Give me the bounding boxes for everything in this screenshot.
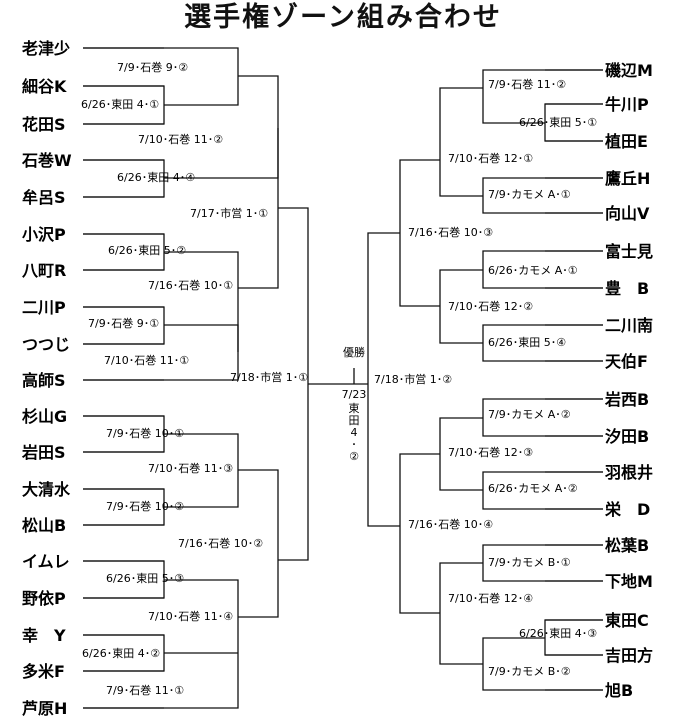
team-name-left: 芦原H bbox=[22, 699, 67, 718]
team-name-right: 岩西B bbox=[604, 390, 649, 409]
bracket-join-right bbox=[482, 177, 603, 214]
match-label-left: 7/16･石巻 10･② bbox=[178, 537, 263, 550]
team-name-right: 松葉B bbox=[605, 536, 649, 555]
match-label-left: 7/9･石巻 10･② bbox=[106, 500, 184, 513]
team-name-right: 東田C bbox=[605, 611, 649, 630]
team-name-left: イムレ bbox=[22, 552, 70, 571]
team-name-left: 幸 Y bbox=[22, 626, 66, 645]
bracket-join-right bbox=[367, 232, 400, 527]
match-label-left: 6/26･東田 4･① bbox=[81, 98, 159, 111]
bracket-join-left bbox=[238, 128, 279, 289]
match-label-right: 7/9･カモメ A･② bbox=[488, 408, 571, 421]
team-name-left: 花田S bbox=[22, 115, 66, 134]
team-name-right: 天伯F bbox=[605, 352, 648, 371]
match-label-right: 7/10･石巻 12･① bbox=[448, 152, 533, 165]
team-name-right: 二川南 bbox=[605, 316, 653, 335]
match-label-left: 7/9･石巻 9･① bbox=[88, 317, 159, 330]
team-name-right: 羽根井 bbox=[605, 463, 653, 482]
team-name-right: 鷹丘H bbox=[605, 169, 650, 188]
bracket-join-left bbox=[238, 469, 279, 618]
match-label-right: 6/26･東田 5･④ bbox=[488, 336, 566, 349]
match-label-left: 6/26･東田 5･② bbox=[108, 244, 186, 257]
bracket-join-left bbox=[83, 324, 239, 381]
match-label-left: 7/10･石巻 11･③ bbox=[148, 462, 233, 475]
match-label-right: 7/9･カモメ B･① bbox=[488, 556, 571, 569]
final-date: 7/23 bbox=[342, 388, 367, 401]
match-label-left: 7/16･石巻 10･① bbox=[148, 279, 233, 292]
match-label-left: 7/10･石巻 11･① bbox=[104, 354, 189, 367]
team-name-right: 吉田方 bbox=[605, 646, 653, 665]
team-name-right: 磯辺M bbox=[605, 61, 653, 80]
match-label-left: 7/18･市営 1･① bbox=[230, 370, 308, 384]
bracket-join-left bbox=[164, 75, 279, 179]
team-name-right: 旭B bbox=[604, 681, 633, 700]
team-name-left: 小沢P bbox=[22, 225, 66, 244]
final-venue-char: ② bbox=[349, 450, 359, 463]
page-title: 選手権ゾーン組み合わせ bbox=[184, 2, 502, 33]
champion-label: 優勝 bbox=[343, 345, 365, 359]
final-venue-char: ･ bbox=[351, 438, 357, 451]
team-name-left: 牟呂S bbox=[22, 188, 66, 207]
team-name-left: 野依P bbox=[22, 589, 66, 608]
match-label-right: 7/10･石巻 12･② bbox=[448, 300, 533, 313]
match-label-right: 6/26･カモメ A･② bbox=[488, 482, 578, 495]
match-label-left: 6/26･東田 5･③ bbox=[106, 572, 184, 585]
match-label-right: 6/26･東田 4･③ bbox=[519, 627, 597, 640]
team-name-right: 汐田B bbox=[605, 427, 649, 446]
final-venue-char: 東 bbox=[349, 402, 360, 415]
match-label-right: 7/10･石巻 12･④ bbox=[448, 592, 533, 605]
team-name-left: 細谷K bbox=[22, 77, 67, 96]
match-label-left: 7/10･石巻 11･④ bbox=[148, 610, 233, 623]
team-name-left: 老津少 bbox=[21, 39, 70, 58]
team-name-left: 大清水 bbox=[22, 480, 71, 499]
bracket-join-right bbox=[439, 87, 483, 197]
team-name-left: 松山B bbox=[22, 516, 66, 535]
match-label-left: 7/9･石巻 9･② bbox=[117, 61, 188, 74]
match-label-right: 7/16･石巻 10･④ bbox=[408, 518, 493, 531]
bracket-join-right bbox=[399, 453, 440, 614]
team-name-right: 富士見 bbox=[605, 242, 653, 261]
final-venue-char: 4 bbox=[351, 426, 358, 439]
match-label-left: 7/17･市営 1･① bbox=[190, 206, 268, 220]
team-name-right: 豊 B bbox=[605, 279, 649, 298]
team-name-right: 向山V bbox=[605, 204, 650, 223]
match-label-right: 7/10･石巻 12･③ bbox=[448, 446, 533, 459]
team-name-right: 栄 D bbox=[604, 500, 650, 519]
bracket-join-right bbox=[482, 69, 603, 124]
bracket-join-left bbox=[164, 251, 239, 352]
match-label-right: 7/9･カモメ A･① bbox=[488, 188, 571, 201]
match-label-right: 7/16･石巻 10･③ bbox=[408, 226, 493, 239]
bracket-join-left bbox=[83, 579, 239, 709]
team-name-right: 下地M bbox=[605, 572, 653, 591]
bracket-join-right bbox=[482, 637, 603, 691]
match-label-right: 6/26･東田 5･① bbox=[519, 116, 597, 129]
final-venue-char: 田 bbox=[349, 414, 360, 427]
team-name-left: 岩田S bbox=[21, 443, 66, 462]
match-label-left: 7/10･石巻 11･② bbox=[138, 133, 223, 146]
team-name-left: 高師S bbox=[22, 371, 66, 390]
team-name-left: 多米F bbox=[22, 662, 65, 681]
bracket-join-left bbox=[278, 207, 309, 561]
team-name-right: 植田E bbox=[604, 132, 648, 151]
match-label-left: 6/26･東田 4･④ bbox=[117, 171, 195, 184]
match-label-left: 7/9･石巻 10･① bbox=[106, 427, 184, 440]
team-name-left: 二川P bbox=[22, 298, 66, 317]
bracket-join-right bbox=[439, 562, 483, 665]
match-label-right: 6/26･カモメ A･① bbox=[488, 264, 578, 277]
team-name-left: 石巻W bbox=[21, 151, 72, 170]
team-name-left: 杉山G bbox=[22, 407, 67, 426]
team-name-left: つつじ bbox=[22, 335, 70, 354]
match-label-right: 7/9･カモメ B･② bbox=[488, 665, 571, 678]
match-label-left: 6/26･東田 4･② bbox=[82, 647, 160, 660]
match-label-left: 7/9･石巻 11･① bbox=[106, 684, 184, 697]
match-label-right: 7/9･石巻 11･② bbox=[488, 78, 566, 91]
match-label-right: 7/18･市営 1･② bbox=[374, 372, 452, 386]
team-name-right: 牛川P bbox=[605, 95, 649, 114]
team-name-left: 八町R bbox=[21, 261, 66, 280]
bracket-join-left bbox=[83, 47, 239, 106]
